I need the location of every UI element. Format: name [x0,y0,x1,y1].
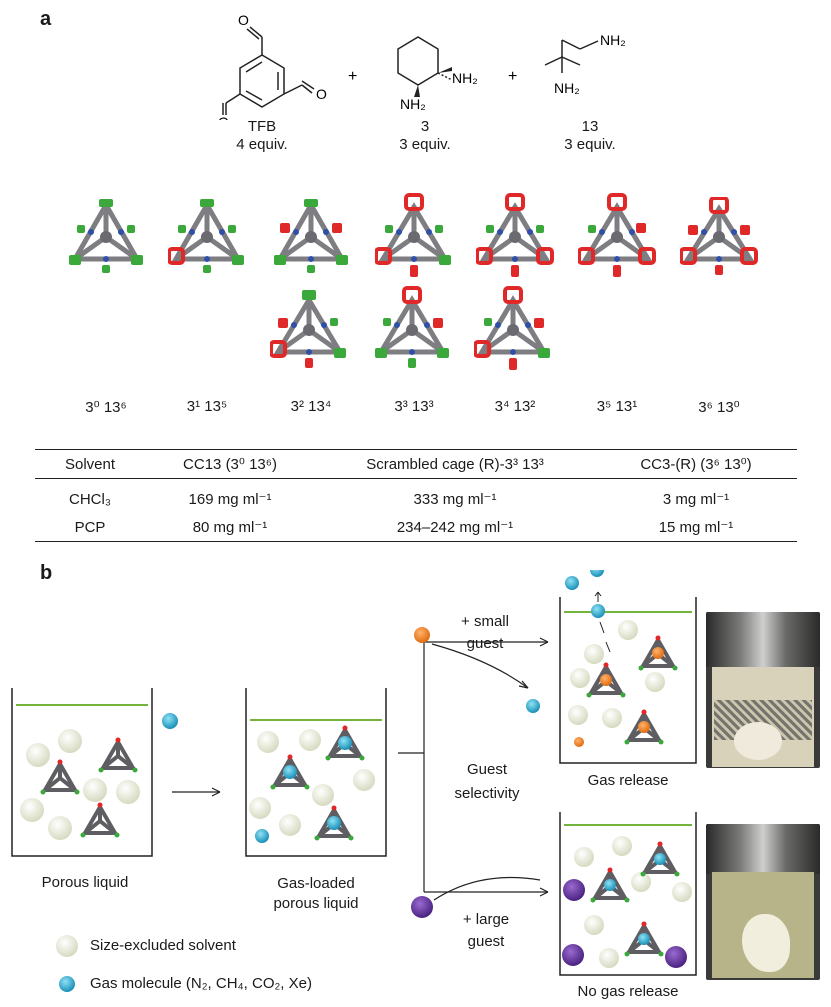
beaker-gas-release [559,570,697,764]
reagent-13-equiv: 3 equiv. [564,136,616,153]
table-cell: 333 mg ml⁻¹ [413,491,497,508]
atom-o-left: O [218,114,229,120]
table-header: Scrambled cage (R)-3³ 13³ [366,455,544,473]
cage-label-1: 3⁰ 13⁶ [85,399,127,416]
cage-3-3-13-3 [375,193,451,277]
photo-gas-release [706,612,820,768]
label-guest-selectivity: Guest selectivity [432,758,542,806]
amine-label-1: NH₂ [452,70,478,86]
legend-solvent-swatch [56,935,78,957]
cage-3-5-13-1 [578,193,656,277]
cage-label-5: 3⁴ 13² [494,398,536,415]
reaction-scheme: O O O NH₂ NH₂ NH₂ NH₂ + + [218,12,626,120]
table-cell: CHCl₃ [69,490,111,508]
table-header: CC13 (3⁰ 13⁶) [183,456,277,473]
label-guest-selectivity-line2: selectivity [454,785,520,802]
table-cell: 15 mg ml⁻¹ [658,519,734,536]
reagent-13-name: 13 [581,118,599,135]
label-large-guest-line1: + large [462,911,510,928]
label-gas-release: Gas release [587,772,669,789]
reagent-3: 3 3 equiv. [380,118,470,154]
cage-label-4: 3³ 13³ [394,398,434,415]
label-small-guest: + small guest [445,611,525,655]
label-gas-loaded-line2: porous liquid [273,895,359,912]
label-large-guest: + large guest [446,909,526,953]
table-cell: 234–242 mg ml⁻¹ [396,519,514,536]
label-no-gas-release: No gas release [577,983,679,1000]
legend-gas-swatch [59,976,75,992]
table-header-row: Solvent CC13 (3⁰ 13⁶) Scrambled cage (R)… [35,449,797,479]
beaker-gas-loaded [245,688,387,857]
table-header: Solvent [64,455,116,473]
cage-3-2-13-4 [274,199,348,273]
cage-3-6-13-0 [680,197,758,275]
panel-b-label: b [40,562,53,584]
reagent-13: 13 3 equiv. [545,118,635,154]
cage-isomer-3-4-alt [474,286,550,370]
cage-label-6: 3⁵ 13¹ [596,398,638,415]
released-gas-molecule [526,699,540,713]
table-header: CC3-(R) (3⁶ 13⁰) [640,456,752,473]
cage-3-0-13-6 [69,199,143,273]
cage-3-4-13-2 [476,193,554,277]
reagent-tfb: TFB 4 equiv. [222,118,302,154]
cage-isomer-3-3-alt [375,286,449,368]
table-row: PCP 80 mg ml⁻¹ 234–242 mg ml⁻¹ 15 mg ml⁻… [35,513,797,542]
amine-label-4: NH₂ [554,80,580,96]
beaker-no-gas-release [559,812,697,976]
panel-a-label: a [40,8,52,30]
small-guest-molecule [414,627,430,643]
amine-label-3: NH₂ [600,32,626,48]
cage-isomer-3-2-alt [270,290,346,368]
table-cell: 3 mg ml⁻¹ [662,491,730,508]
plus-sign-2: + [508,68,517,85]
solubility-table: Solvent CC13 (3⁰ 13⁶) Scrambled cage (R)… [35,449,797,542]
cage-3-1-13-5 [168,199,244,273]
reagent-tfb-name: TFB [247,118,277,135]
plus-sign-1: + [348,68,357,85]
legend-gas-label: Gas molecule (N₂, CH₄, CO₂, Xe) [90,975,312,992]
label-small-guest-line1: + small [461,613,509,630]
atom-o-top: O [238,12,249,28]
photo-no-gas-release [706,824,820,980]
label-large-guest-line2: guest [467,933,505,950]
table-cell: PCP [74,518,106,536]
table-cell: 169 mg ml⁻¹ [188,491,272,508]
legend-solvent-label: Size-excluded solvent [90,937,236,954]
cage-label-3: 3² 13⁴ [290,398,332,415]
label-small-guest-line2: guest [466,635,504,652]
atom-o-right: O [316,86,327,102]
label-gas-loaded: Gas-loaded porous liquid [246,874,386,914]
reagent-3-name: 3 [420,118,430,135]
cyclohexane-ring [397,36,439,86]
gas-molecule-incoming [162,713,178,729]
tfb-ring [239,54,285,108]
reagent-3-equiv: 3 equiv. [399,136,451,153]
label-porous-liquid: Porous liquid [41,874,129,891]
reagent-tfb-equiv: 4 equiv. [236,136,288,153]
cage-label-2: 3¹ 13⁵ [186,398,228,415]
label-gas-loaded-line1: Gas-loaded [277,875,355,892]
beaker-porous-liquid [11,688,153,857]
porous-liquid-schematic [11,570,697,992]
label-guest-selectivity-line1: Guest [466,761,508,778]
table-row: CHCl₃ 169 mg ml⁻¹ 333 mg ml⁻¹ 3 mg ml⁻¹ [35,479,797,514]
large-guest-molecule [411,896,433,918]
table-cell: 80 mg ml⁻¹ [192,519,268,536]
amine-label-2: NH₂ [400,96,426,112]
cage-label-7: 3⁶ 13⁰ [698,399,740,416]
